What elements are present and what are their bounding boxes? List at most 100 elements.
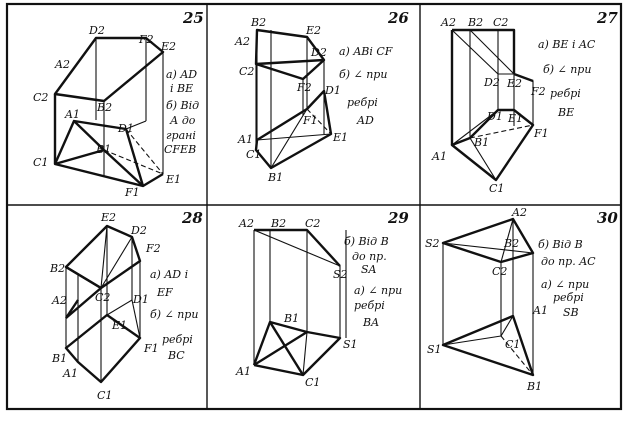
task-note: а) AD i (150, 268, 188, 281)
panel-25-figure (53, 36, 165, 188)
vertex-label: C1 (489, 182, 504, 195)
panel-26-notes: а) ABi CF б) ∠ при ребрі AD (339, 45, 393, 127)
vertex-label: F1 (533, 127, 549, 140)
vertex-label: B2 (96, 101, 112, 114)
task-note: а) BE i AC (538, 38, 596, 51)
vertex-label: F2 (145, 242, 161, 255)
vertex-label: D2 (310, 46, 327, 59)
task-note: до пр. AC (541, 255, 596, 268)
panel-25: 25 D2 F2 E2 A2 C2 B2 A1 D1 B1 (33, 9, 204, 199)
panel-28: 28 E2 D2 F2 B2 A2 C2 D1 E1 (49, 209, 203, 402)
panel-30: 30 A2 S2 B2 C2 A1 S1 C1 B1 б) Від В до (425, 206, 618, 393)
task-note: SB (563, 306, 579, 319)
vertex-label: B1 (526, 380, 542, 393)
vertex-label: E1 (111, 319, 127, 332)
task-note: а) AD (166, 68, 197, 81)
vertex-label: A1 (62, 367, 78, 380)
panel-29-figure (252, 228, 347, 377)
vertex-label: C2 (95, 291, 110, 304)
panel-27: 27 A2 B2 C2 D2 E2 F2 D1 E1 F1 A1 (431, 9, 618, 195)
task-note: а) ∠ при (354, 284, 402, 297)
vertex-label: A2 (511, 206, 527, 219)
vertex-label: B2 (467, 16, 483, 29)
panel-30-figure (441, 217, 535, 377)
vertex-label: F1 (143, 342, 159, 355)
task-note: б) Від В (344, 235, 389, 248)
vertex-label: A2 (54, 58, 70, 71)
vertex-label: B1 (51, 352, 67, 365)
panel-26-number: 26 (387, 9, 409, 27)
panel-27-figure (450, 28, 535, 182)
vertex-label: F2 (138, 33, 154, 46)
task-note: ребрі (550, 87, 581, 100)
panel-25-number: 25 (182, 9, 204, 27)
vertex-label: A1 (237, 133, 253, 146)
panel-26-labels: B2 E2 A2 D2 C2 F2 D1 F1 A1 E1 C1 B1 (234, 16, 348, 184)
vertex-label: E1 (332, 131, 348, 144)
vertex-label: S1 (427, 343, 442, 356)
vertex-label: C2 (305, 217, 320, 230)
vertex-label: E2 (305, 24, 321, 37)
vertex-label: A1 (64, 108, 80, 121)
vertex-label: S2 (333, 268, 348, 281)
vertex-label: C1 (33, 156, 48, 169)
vertex-label: C1 (246, 148, 261, 161)
vertex-label: F1 (302, 114, 318, 127)
vertex-label: C1 (97, 389, 112, 402)
vertex-label: A2 (238, 217, 254, 230)
vertex-label: B1 (283, 312, 299, 325)
task-note: SA (361, 263, 377, 276)
vertex-label: A2 (440, 16, 456, 29)
task-note: CFEB (164, 143, 196, 156)
task-note: і BE (170, 82, 193, 95)
panel-26: 26 B2 E2 A2 D2 C2 F2 D1 F1 A1 E1 C1 (234, 9, 409, 184)
vertex-label: F2 (296, 81, 312, 94)
task-note: BC (167, 349, 185, 362)
panel-30-labels: A2 S2 B2 C2 A1 S1 C1 B1 (425, 206, 548, 393)
panel-27-notes: а) BE i AC б) ∠ при ребрі BE (538, 38, 596, 119)
task-note: AD (356, 114, 374, 127)
vertex-label: S2 (425, 237, 440, 250)
task-note: ребрі (347, 96, 378, 109)
task-note: б) ∠ при (150, 308, 198, 321)
task-note: ребрі (553, 291, 584, 304)
task-note: а) ABi CF (339, 45, 393, 58)
vertex-label: B1 (267, 171, 283, 184)
vertex-label: A2 (234, 35, 250, 48)
vertex-label: C2 (493, 16, 508, 29)
vertex-label: B2 (250, 16, 266, 29)
vertex-label: C2 (239, 65, 254, 78)
panel-28-number: 28 (181, 209, 203, 227)
vertex-label: E1 (507, 112, 523, 125)
task-note: BA (362, 316, 379, 329)
vertex-label: A1 (532, 304, 548, 317)
task-note: грані (166, 129, 196, 142)
panel-27-labels: A2 B2 C2 D2 E2 F2 D1 E1 F1 A1 B1 C1 (431, 16, 549, 195)
vertex-label: S1 (343, 338, 358, 351)
panel-30-number: 30 (597, 209, 618, 227)
panel-25-labels: D2 F2 E2 A2 C2 B2 A1 D1 B1 C1 F1 E1 (33, 24, 181, 199)
task-note: а) ∠ при (541, 278, 589, 291)
task-note: EF (156, 286, 173, 299)
vertex-label: A2 (51, 294, 67, 307)
vertex-label: D2 (88, 24, 105, 37)
panel-27-number: 27 (596, 9, 618, 27)
task-note: б) ∠ при (543, 63, 591, 76)
panel-29-notes: б) Від В до пр. SA а) ∠ при ребрі BA (344, 235, 402, 329)
vertex-label: B2 (270, 217, 286, 230)
vertex-label: E2 (160, 40, 176, 53)
panel-25-notes: а) AD і BE б) Від А до грані CFEB (164, 68, 199, 156)
panel-26-figure (254, 28, 333, 170)
task-note: А до (169, 114, 196, 127)
vertex-label: C1 (505, 338, 520, 351)
task-note: б) ∠ при (339, 68, 387, 81)
vertex-label: C2 (492, 265, 507, 278)
panel-29-number: 29 (387, 209, 409, 227)
vertex-label: D1 (324, 84, 341, 97)
vertex-label: B2 (49, 262, 65, 275)
vertex-label: D2 (483, 76, 500, 89)
panel-29: 29 A2 B2 C2 S2 B1 S1 A1 C1 б) Від В до (235, 209, 409, 389)
panel-28-figure (64, 224, 142, 384)
vertex-label: F2 (530, 85, 546, 98)
